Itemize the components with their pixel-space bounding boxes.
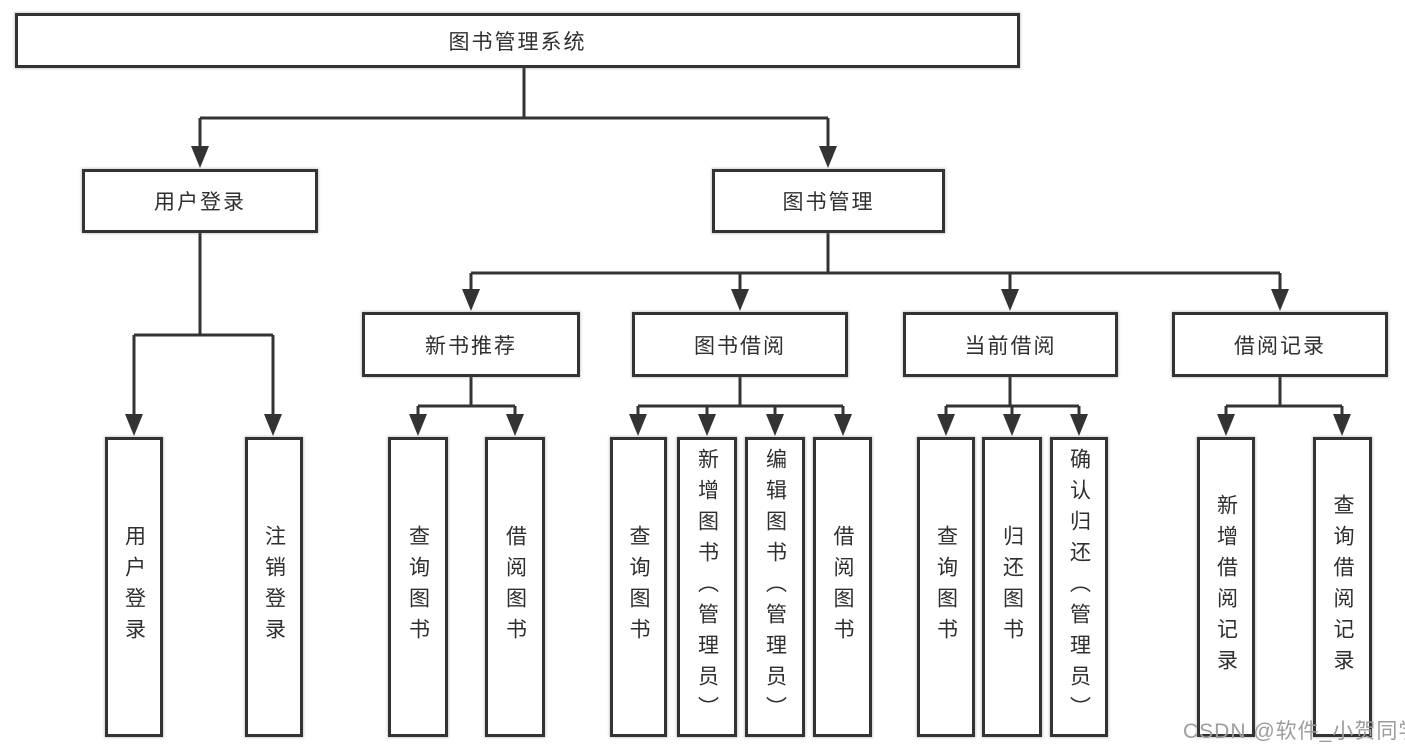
csdn-watermark: CSDN @软件_小贺同学 [1183,720,1405,743]
leaf-query-books-current: 查询图书 [917,437,975,737]
node-book-management: 图书管理 [712,169,945,233]
leaf-return-books: 归还图书 [982,437,1042,737]
leaf-borrow-books-recommend: 借阅图书 [485,437,545,737]
node-label: 确认归还（管理员） [1067,447,1091,727]
node-label: 图书借阅 [694,334,786,358]
node-label: 查询图书 [406,525,430,649]
node-label: 查询图书 [627,525,651,649]
node-label: 编辑图书（管理员） [763,447,787,727]
node-label: 查询借阅记录 [1331,494,1355,680]
node-user-login: 用户登录 [82,169,318,233]
node-label: 用户登录 [122,525,146,649]
leaf-query-books-recommend: 查询图书 [388,437,448,737]
node-label: 用户登录 [154,191,246,214]
arrowhead-icons [125,146,1351,436]
node-label: 借阅图书 [831,525,855,649]
leaf-logout: 注销登录 [245,437,303,737]
node-label: 新增借阅记录 [1214,494,1238,680]
node-current-borrowing: 当前借阅 [903,312,1118,377]
node-label: 新书推荐 [425,334,517,358]
leaf-add-book-admin: 新增图书（管理员） [677,437,737,737]
leaf-query-books-borrowing: 查询图书 [610,437,667,737]
node-label: 图书管理系统 [448,30,587,54]
node-label: 新增图书（管理员） [695,447,719,727]
leaf-confirm-return-admin: 确认归还（管理员） [1050,437,1108,737]
node-borrowing-records: 借阅记录 [1172,312,1388,377]
node-label: 归还图书 [1000,525,1024,649]
node-label: 借阅记录 [1234,334,1326,358]
node-label: 查询图书 [934,525,958,649]
leaf-query-borrow-record: 查询借阅记录 [1313,437,1372,737]
node-label: 图书管理 [782,191,875,214]
node-new-book-recommendation: 新书推荐 [362,312,580,377]
leaf-user-login: 用户登录 [105,437,163,737]
node-library-management-system: 图书管理系统 [15,13,1020,68]
leaf-edit-book-admin: 编辑图书（管理员） [745,437,805,737]
node-label: 借阅图书 [503,525,527,649]
node-book-borrowing: 图书借阅 [632,312,848,377]
leaf-add-borrow-record: 新增借阅记录 [1197,437,1255,737]
node-label: 当前借阅 [964,334,1057,358]
node-label: 注销登录 [262,525,286,649]
leaf-borrow-books-borrowing: 借阅图书 [813,437,872,737]
connector-lines [132,68,1344,418]
